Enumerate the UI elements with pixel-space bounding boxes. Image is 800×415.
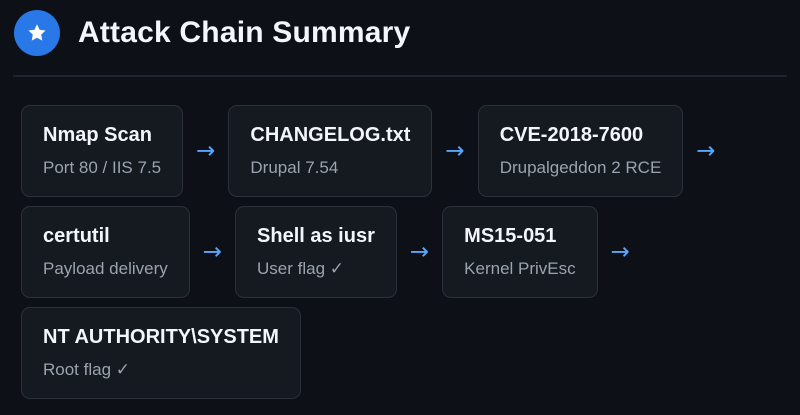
node-title: Shell as iusr bbox=[257, 225, 375, 247]
arrow-right-icon: → bbox=[409, 238, 430, 265]
arrow-right-icon: → bbox=[202, 238, 223, 265]
node-title: CVE-2018-7600 bbox=[499, 124, 644, 146]
chain-row-3: NT AUTHORITY\SYSTEM Root flag ✓ bbox=[21, 307, 301, 399]
star-badge-icon bbox=[14, 10, 60, 56]
chain-node-nt-authority-system: NT AUTHORITY\SYSTEM Root flag ✓ bbox=[21, 307, 301, 399]
node-title: certutil bbox=[43, 225, 110, 247]
node-subtitle: Drupal 7.54 bbox=[250, 158, 339, 177]
node-title: MS15-051 bbox=[464, 225, 557, 247]
chain-node-nmap-scan: Nmap Scan Port 80 / IIS 7.5 bbox=[21, 105, 184, 197]
node-title: NT AUTHORITY\SYSTEM bbox=[43, 326, 279, 348]
node-subtitle: Port 80 / IIS 7.5 bbox=[43, 158, 162, 177]
chain-node-ms15-051: MS15-051 Kernel PrivEsc bbox=[442, 206, 598, 298]
node-subtitle: Payload delivery bbox=[43, 259, 168, 278]
chain-node-certutil: certutil Payload delivery bbox=[21, 206, 190, 298]
attack-chain-diagram: Nmap Scan Port 80 / IIS 7.5 → CHANGELOG.… bbox=[0, 105, 800, 399]
arrow-right-icon: → bbox=[196, 137, 216, 164]
divider bbox=[13, 75, 787, 77]
page-title: Attack Chain Summary bbox=[78, 16, 411, 49]
arrow-right-icon: → bbox=[445, 137, 465, 164]
star-icon bbox=[28, 24, 46, 41]
node-subtitle: Drupalgeddon 2 RCE bbox=[499, 158, 662, 177]
chain-row-1: Nmap Scan Port 80 / IIS 7.5 → CHANGELOG.… bbox=[21, 105, 716, 197]
node-subtitle: Root flag ✓ bbox=[43, 360, 131, 379]
node-subtitle: Kernel PrivEsc bbox=[464, 259, 576, 278]
page-header: Attack Chain Summary bbox=[0, 0, 800, 56]
node-title: CHANGELOG.txt bbox=[250, 124, 411, 146]
chain-node-cve-2018-7600: CVE-2018-7600 Drupalgeddon 2 RCE bbox=[477, 105, 684, 197]
arrow-right-icon: → bbox=[696, 137, 716, 164]
node-title: Nmap Scan bbox=[43, 124, 152, 146]
chain-row-2: certutil Payload delivery → Shell as ius… bbox=[21, 206, 630, 298]
chain-node-changelog: CHANGELOG.txt Drupal 7.54 bbox=[228, 105, 433, 197]
node-subtitle: User flag ✓ bbox=[257, 259, 345, 278]
arrow-right-icon: → bbox=[610, 238, 630, 265]
chain-node-shell-as-iusr: Shell as iusr User flag ✓ bbox=[235, 206, 397, 298]
